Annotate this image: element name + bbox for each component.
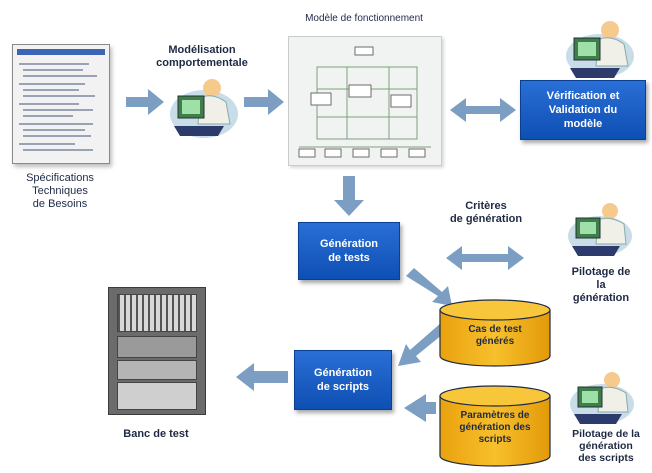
generation-tests-box: Génération de tests (298, 222, 400, 280)
verification-validation-box: Vérification et Validation du modèle (520, 80, 646, 140)
person-at-computer-icon (170, 79, 238, 138)
arrow-model-to-tests (334, 176, 364, 216)
specifications-label: Spécifications Techniques de Besoins (26, 172, 94, 210)
person-at-computer-icon (570, 372, 634, 424)
arrow-tests-criteres (446, 246, 524, 270)
generation-scripts-box: Génération de scripts (294, 350, 392, 410)
pilotage-generation-label: Pilotage de la génération (571, 266, 631, 304)
cas-test-cylinder (439, 299, 551, 367)
parametres-cylinder (439, 385, 551, 467)
arrow-cas-to-scripts (398, 322, 448, 366)
cas-test-label: Cas de test générés (468, 324, 522, 347)
test-bench-icon (108, 287, 206, 415)
arrow-model-verification (450, 98, 516, 122)
pilotage-scripts-label: Pilotage de la génération des scripts (572, 428, 640, 464)
modele-fonctionnement-title: Modèle de fonctionnement (305, 13, 423, 24)
person-at-computer-icon (566, 21, 634, 78)
modelisation-label: Modélisation comportementale (156, 44, 248, 69)
arrow-spec-to-modelisation (126, 89, 164, 115)
parametres-label: Paramètres de génération des scripts (459, 410, 531, 445)
specifications-document-icon (12, 44, 110, 164)
arrow-tests-to-cas (406, 268, 452, 306)
banc-test-label: Banc de test (123, 428, 189, 440)
arrow-parametres-to-scripts (404, 394, 436, 422)
arrow-scripts-to-banc (236, 363, 288, 391)
criteres-generation-label: Critères de génération (449, 200, 523, 225)
model-diagram-icon (288, 36, 442, 166)
person-at-computer-icon (568, 203, 632, 256)
arrow-modelisation-to-model (244, 89, 284, 115)
